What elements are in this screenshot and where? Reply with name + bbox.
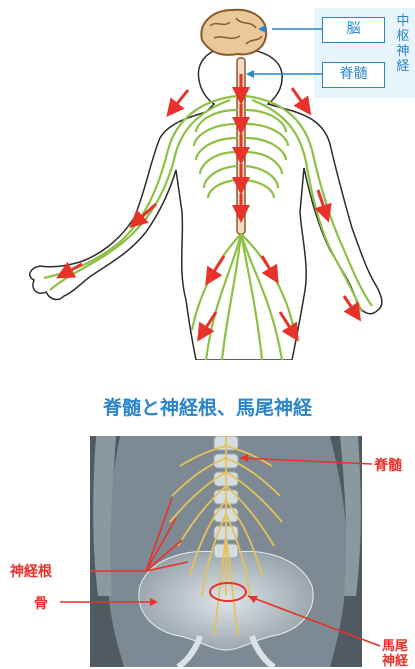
spinal-cord-label: 脊髄 [322,62,385,88]
brain-label: 脳 [322,17,385,43]
spine-nerve-root-illustration [0,436,415,667]
bone-label: 骨 [34,593,48,613]
cns-label: 中枢神経 [396,14,410,74]
bottom-spinal-cord-label: 脊髄 [374,455,402,475]
brain [201,10,266,55]
body-outline [30,48,382,360]
section-title: 脊髄と神経根、馬尾神経 [0,393,415,420]
nerve-root-label: 神経根 [10,561,52,581]
cauda-equina-label: 馬尾神経 [382,639,415,669]
nervous-system-body-illustration [0,0,415,360]
